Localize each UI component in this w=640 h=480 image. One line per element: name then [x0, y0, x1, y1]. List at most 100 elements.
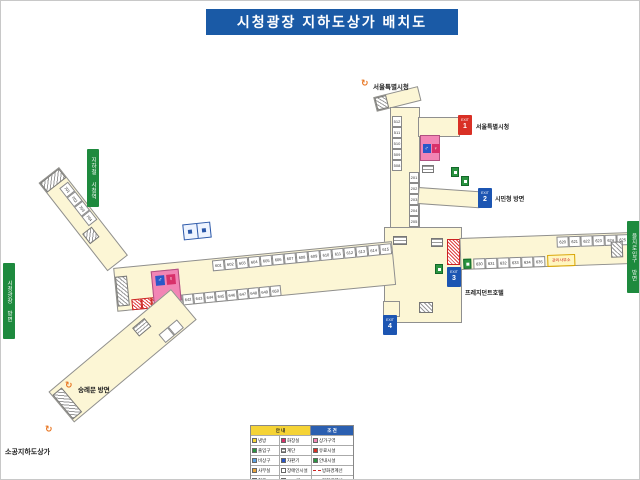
facility-icon-green — [435, 264, 443, 274]
entrance-stairs-hatch — [115, 275, 130, 307]
landmark-arrow-icon: ↻ — [361, 78, 369, 88]
facility-icon-green — [463, 258, 472, 269]
shop-unit: 601 — [211, 259, 225, 272]
shop-unit: 201 — [409, 172, 419, 183]
emergency-exit-swatch — [252, 458, 257, 463]
corridor-exit1 — [418, 117, 460, 137]
utility-room-icon — [183, 223, 199, 240]
legend-label: ATM기 — [287, 477, 301, 480]
legend-label: 사무실 — [258, 467, 271, 473]
exit-number: 2 — [483, 195, 487, 203]
direction-label-euljiro: 을지로입구 방면 — [627, 221, 639, 293]
stairs-icon — [422, 165, 434, 173]
restroom-swatch — [281, 438, 286, 443]
shop-unit: 614 — [367, 244, 381, 257]
legend-cell: 유료시설 — [311, 446, 353, 455]
exit-word: EXIT — [461, 118, 469, 123]
stairs-icon — [393, 236, 407, 245]
stairs-swatch — [281, 448, 286, 453]
vending-swatch — [281, 458, 286, 463]
male-restroom-icon: ♂ — [422, 144, 431, 153]
shop-unit: 204 — [409, 205, 419, 216]
facility-icon-green — [451, 167, 459, 177]
shop-unit: 634 — [521, 256, 534, 268]
shop-unit: 205 — [409, 216, 419, 227]
shop-unit: 613 — [355, 245, 369, 258]
shop-unit: 623 — [592, 234, 605, 247]
legend-cell: 비상구 — [251, 456, 279, 465]
legend-header-left: 안 내 — [251, 426, 311, 435]
exit-word: EXIT — [386, 318, 394, 323]
exit-2-label: 시민청 방면 — [495, 197, 525, 203]
exit-3-marker: EXIT 3 — [447, 267, 461, 287]
legend-label: 안내시설 — [319, 457, 336, 463]
storage-swatch — [252, 478, 257, 479]
legend-label: 관할경계선 — [322, 477, 343, 480]
legend-label: 상가구역 — [319, 437, 336, 443]
legend-row: 사무실 장애인시설 방화경계선 — [251, 465, 353, 475]
exit-2-marker: EXIT 2 — [478, 188, 492, 208]
legend-cell: 출입구 — [251, 446, 279, 455]
shop-unit: 511 — [392, 127, 402, 138]
shop-unit: 635 — [533, 256, 546, 268]
shop-unit: 632 — [497, 257, 510, 269]
zone-swatch — [313, 438, 318, 443]
female-restroom-icon: ♀ — [166, 274, 177, 285]
shop-unit: 608 — [295, 251, 309, 264]
legend-label: 계단 — [287, 447, 296, 453]
shop-unit: 512 — [392, 116, 402, 127]
legend-label: 비상구 — [258, 457, 271, 463]
legend-cell: 방화경계선 — [311, 466, 353, 475]
exit-3-label: 프레지던트호텔 — [465, 291, 504, 297]
page-title: 시청광장 지하도상가 배치도 — [206, 9, 458, 35]
landmark-arrow-icon: ↻ — [65, 380, 73, 390]
fire-shutter-hatch — [447, 239, 460, 265]
shop-unit: 602 — [223, 258, 237, 271]
legend-label: 화장실 — [287, 437, 300, 443]
legend-cell: 사무실 — [251, 466, 279, 475]
shop-strip-main-bottom: 641642643644645646647648649650 — [171, 284, 282, 307]
exit-number: 1 — [463, 122, 467, 130]
stairs-hatch — [610, 241, 624, 258]
legend-label: 장애인시설 — [287, 467, 308, 473]
sungnyemun-label: 숭례문 방면 — [78, 387, 110, 394]
entrance-swatch — [252, 448, 257, 453]
cooling-swatch — [252, 438, 257, 443]
shop-unit: 509 — [392, 149, 402, 160]
stairs-icon — [431, 238, 443, 247]
stairs-hatch — [419, 302, 433, 313]
exit-4-marker: EXIT 4 — [383, 315, 397, 335]
shop-unit: 631 — [485, 257, 498, 270]
exit-word: EXIT — [450, 270, 458, 275]
legend-row: 창고 ATM기 관할경계선 — [251, 475, 353, 480]
restroom-block-upper: ♂ ♀ — [420, 135, 440, 161]
shop-unit: 603 — [235, 256, 249, 270]
landmark-arrow-icon: ↻ — [45, 424, 53, 434]
management-office-box: 관리사무소 — [547, 253, 576, 267]
legend-label: 냉방 — [258, 437, 267, 443]
shop-unit: 510 — [392, 138, 402, 149]
shop-unit: 610 — [319, 248, 333, 262]
legend: 안 내 조 견 냉방 화장실 상가구역 출입구 계단 유료시설 비상구 자판기 … — [250, 425, 354, 480]
legend-label: 자판기 — [287, 457, 300, 463]
stairs-hatch — [82, 226, 100, 245]
legend-row: 비상구 자판기 안내시설 — [251, 455, 353, 465]
shop-unit: 615 — [379, 243, 393, 256]
shop-unit: 606 — [271, 253, 285, 266]
legend-cell: 관할경계선 — [311, 476, 353, 480]
entrance-stairs-hatch — [374, 95, 390, 111]
shop-unit: 604 — [247, 255, 261, 268]
shop-unit: 612 — [343, 246, 357, 259]
shop-unit: 611 — [331, 247, 345, 260]
accessible-swatch — [281, 468, 286, 473]
office-swatch — [252, 468, 257, 473]
legend-cell: 상가구역 — [311, 436, 353, 445]
exit-word: EXIT — [481, 191, 489, 196]
legend-label: 유료시설 — [319, 447, 336, 453]
